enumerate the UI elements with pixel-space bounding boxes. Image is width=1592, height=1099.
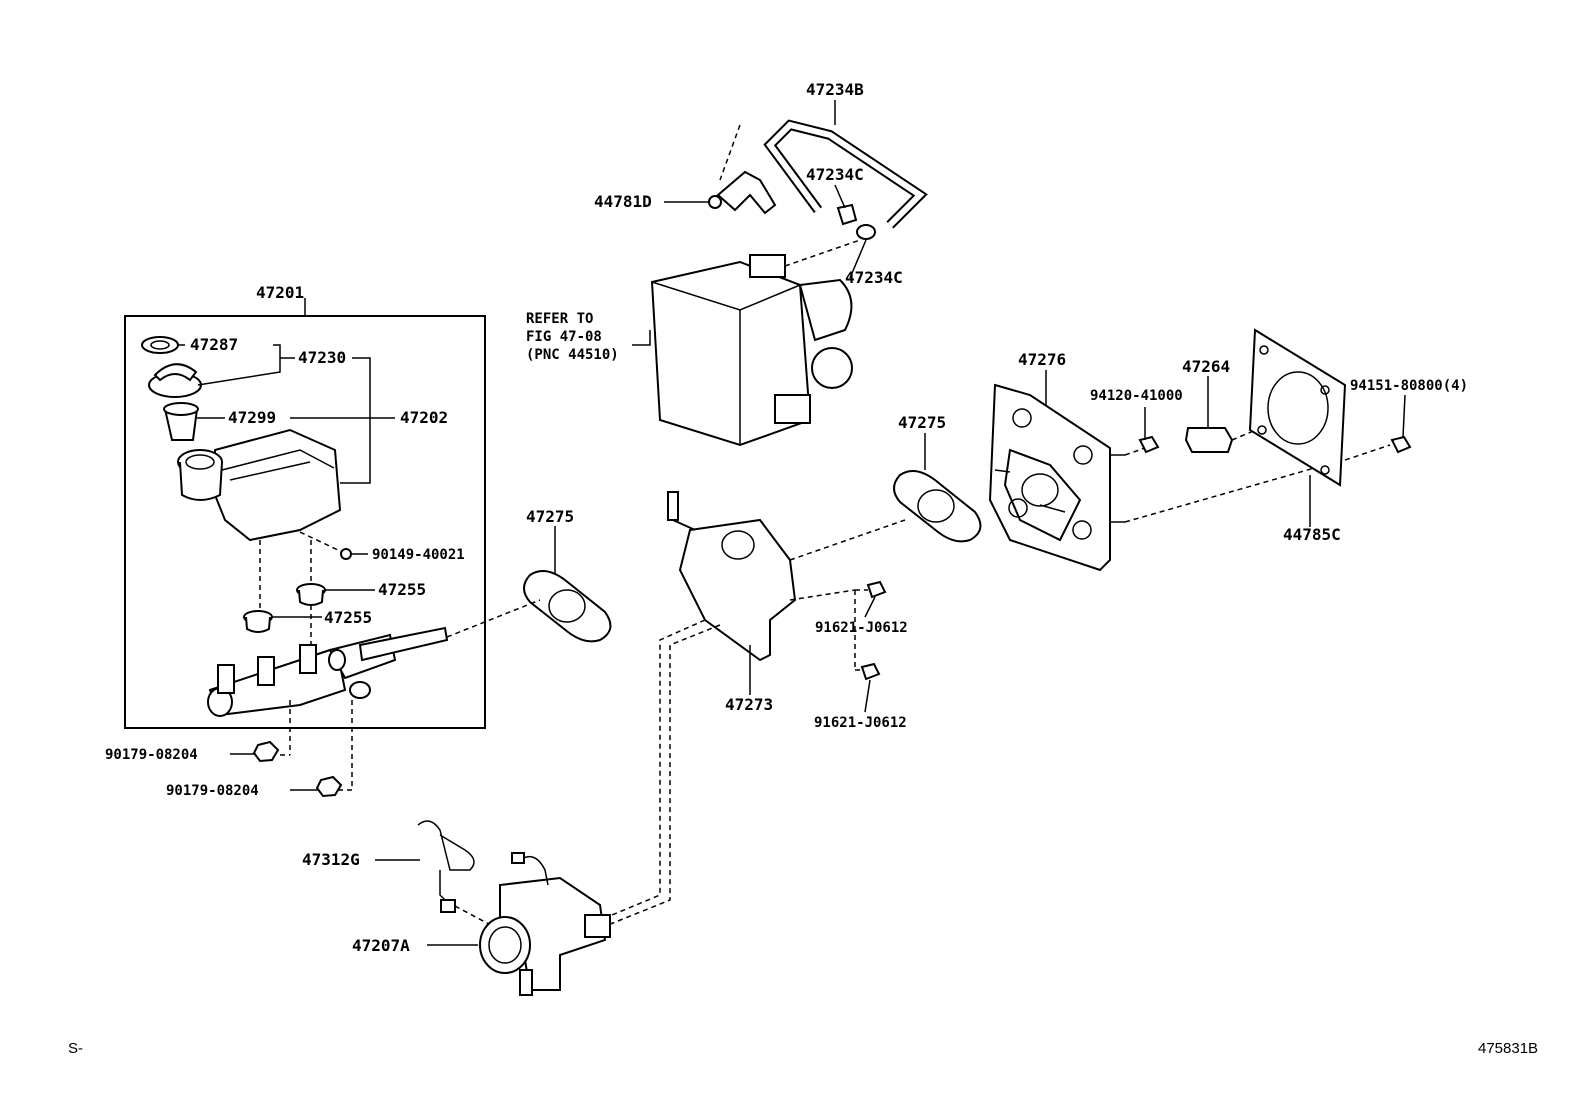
label-47299: 47299 bbox=[228, 408, 276, 427]
part-47264-bracket bbox=[1184, 427, 1234, 453]
label-47230: 47230 bbox=[298, 348, 346, 367]
part-47299-strainer bbox=[163, 402, 199, 441]
part-47273-bracket bbox=[667, 491, 797, 662]
part-47255-grommet-a bbox=[296, 583, 326, 606]
label-47201: 47201 bbox=[256, 283, 304, 302]
part-47276-plate bbox=[988, 383, 1125, 572]
part-47230-cap bbox=[148, 363, 202, 398]
part-90179-nut-b bbox=[315, 775, 343, 798]
part-47312G-wire bbox=[417, 820, 475, 913]
label-47276: 47276 bbox=[1018, 350, 1066, 369]
part-47275-gasket-a bbox=[523, 570, 612, 643]
label-91621-J0612-a: 91621-J0612 bbox=[815, 620, 908, 636]
part-90149-screw bbox=[299, 531, 352, 560]
part-47275-gasket-b bbox=[893, 470, 982, 543]
label-47273: 47273 bbox=[725, 695, 773, 714]
part-abs-actuator bbox=[650, 254, 853, 447]
part-94120-nut bbox=[1138, 435, 1160, 454]
label-94120-41000: 94120-41000 bbox=[1090, 388, 1183, 404]
label-94151-80800: 94151-80800(4) bbox=[1350, 378, 1468, 394]
part-47207A-stroke-simulator bbox=[479, 852, 611, 996]
refer-line-3: (PNC 44510) bbox=[526, 347, 619, 363]
label-47255-a: 47255 bbox=[378, 580, 426, 599]
footer-left-code: S- bbox=[68, 1040, 83, 1057]
label-91621-J0612-b: 91621-J0612 bbox=[814, 715, 907, 731]
part-44785C-gasket bbox=[1248, 328, 1347, 487]
label-90179-08204-a: 90179-08204 bbox=[105, 747, 198, 763]
label-90149-40021: 90149-40021 bbox=[372, 547, 465, 563]
label-47202: 47202 bbox=[400, 408, 448, 427]
part-91621-bolt-a bbox=[866, 580, 887, 599]
part-47287-gasket bbox=[141, 336, 179, 354]
label-47275-a: 47275 bbox=[526, 507, 574, 526]
figure-number: 475831B bbox=[1478, 1040, 1538, 1057]
label-47234B: 47234B bbox=[806, 80, 864, 99]
label-47312G: 47312G bbox=[302, 850, 360, 869]
label-47255-b: 47255 bbox=[324, 608, 372, 627]
refer-line-2: FIG 47-08 bbox=[526, 329, 602, 345]
label-44781D: 44781D bbox=[594, 192, 652, 211]
part-47255-grommet-b bbox=[243, 610, 273, 633]
label-47264: 47264 bbox=[1182, 357, 1230, 376]
part-master-cylinder-body bbox=[207, 626, 449, 717]
label-44785C: 44785C bbox=[1283, 525, 1341, 544]
label-47287: 47287 bbox=[190, 335, 238, 354]
refer-line-1: REFER TO bbox=[526, 311, 593, 327]
label-47275-b: 47275 bbox=[898, 413, 946, 432]
label-47207A: 47207A bbox=[352, 936, 410, 955]
part-44781D-bracket bbox=[708, 170, 777, 215]
label-47234C-b: 47234C bbox=[845, 268, 903, 287]
part-47234C-clamp-b bbox=[856, 224, 876, 240]
part-94151-nut bbox=[1390, 435, 1412, 454]
label-47234C-a: 47234C bbox=[806, 165, 864, 184]
part-91621-bolt-b bbox=[860, 662, 881, 681]
part-47202-reservoir bbox=[177, 428, 342, 542]
label-90179-08204-b: 90179-08204 bbox=[166, 783, 259, 799]
part-47234C-clamp-a bbox=[836, 203, 858, 226]
part-47234B-hose bbox=[763, 119, 928, 229]
part-90179-nut-a bbox=[252, 740, 280, 763]
